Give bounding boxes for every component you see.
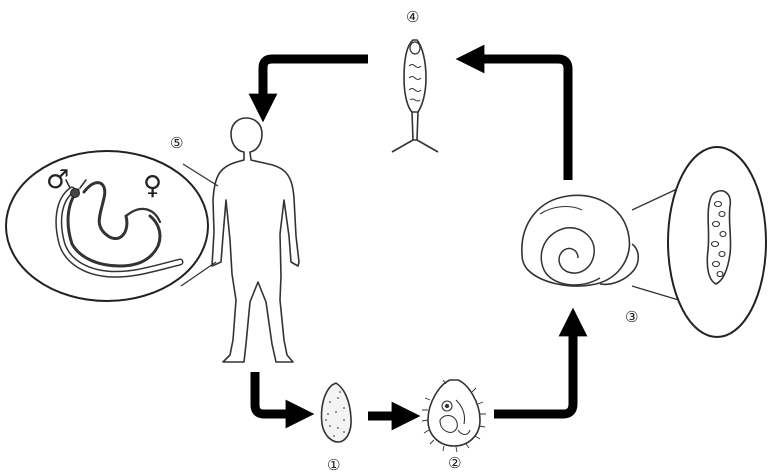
stage-label-5: ⑤ — [170, 134, 183, 152]
arrow-snail-to-cercaria — [470, 59, 568, 180]
stage-label-3: ③ — [625, 308, 638, 326]
arrow-human-to-egg — [255, 372, 300, 414]
arrow-miracidium-to-snail — [494, 322, 573, 414]
miracidium — [422, 380, 486, 452]
adult-worms-magnifier: ♂ ♀ — [6, 151, 218, 301]
stage-label-2: ② — [448, 454, 461, 472]
female-symbol: ♀ — [143, 171, 162, 201]
arrow-cercaria-to-human — [263, 59, 368, 108]
stage-label-4: ④ — [406, 8, 419, 26]
male-symbol: ♂ — [46, 165, 69, 195]
cercaria-tail — [392, 112, 438, 152]
snail-host — [522, 195, 638, 286]
schistosome-egg — [321, 383, 351, 442]
sporocyst-magnifier — [632, 147, 766, 337]
sporocyst — [707, 191, 730, 284]
human-host — [212, 118, 299, 362]
stage-label-1: ① — [327, 456, 340, 474]
cercaria — [392, 40, 438, 152]
